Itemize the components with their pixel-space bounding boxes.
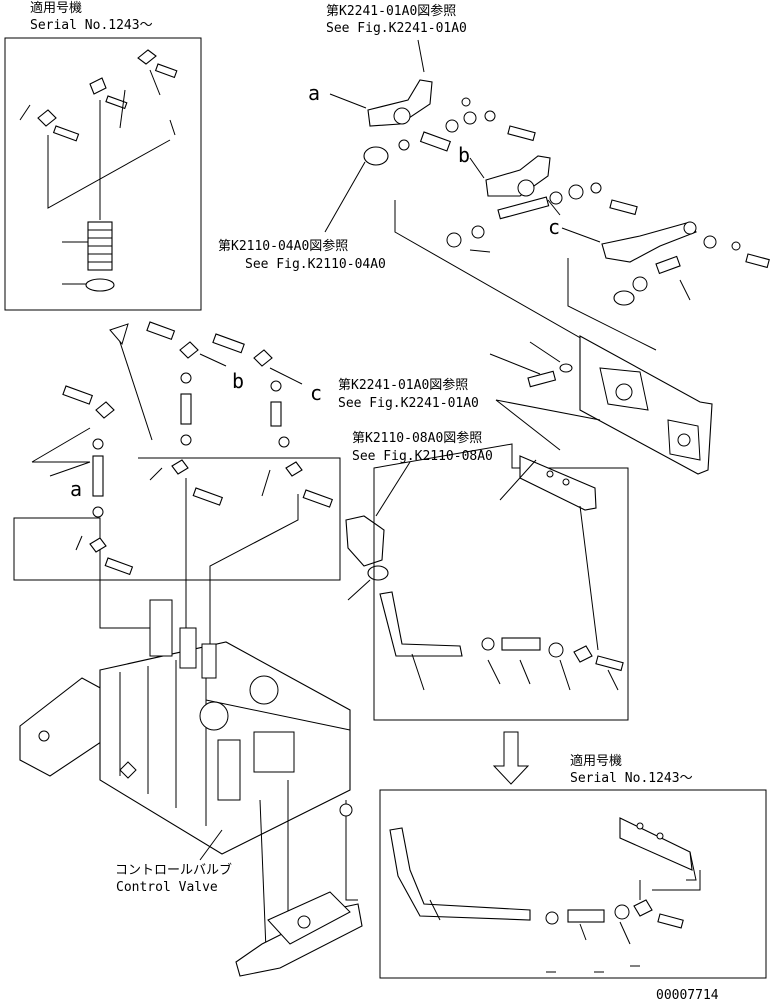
bracket-plate <box>489 335 713 475</box>
bolt-part <box>154 63 178 79</box>
ball-joint <box>613 290 635 306</box>
callout-b-top: b <box>458 143 470 167</box>
down-arrow-icon <box>492 731 530 785</box>
bolt-part <box>609 199 638 216</box>
bolt-part <box>527 370 557 388</box>
valve-plug <box>249 675 279 705</box>
control-valve-label-en: Control Valve <box>116 880 218 895</box>
ball-joint <box>363 146 389 166</box>
inset-top-left: 適用号機 Serial No.1243～ <box>4 0 202 311</box>
reference-note-1-en: See Fig.K2241-01A0 <box>326 21 467 36</box>
spool-end <box>149 599 173 657</box>
bolt-part <box>212 333 245 354</box>
reference-note-4-en: See Fig.K2110-08A0 <box>352 449 493 464</box>
clevis-part <box>633 899 653 917</box>
reference-note-3-jp: 第K2241-01A0図参照 <box>338 377 468 393</box>
reference-note-4-jp: 第K2110-08A0図参照 <box>352 430 482 446</box>
rod-end <box>92 455 104 497</box>
clevis-part <box>89 537 107 553</box>
callout-c-mid: c <box>310 381 322 405</box>
drawing-number: 00007714 <box>656 988 719 1003</box>
clamp-ring <box>85 278 115 292</box>
rubber-stopper <box>345 515 385 567</box>
clevis-part <box>179 341 199 359</box>
control-rod <box>389 827 531 921</box>
callout-a-top: a <box>308 81 320 105</box>
valve-mounting-bracket <box>19 677 105 777</box>
upper-linkage <box>363 79 770 373</box>
lever-c <box>601 221 697 263</box>
bolt-part <box>657 913 684 929</box>
stud-part <box>419 131 452 152</box>
mid-frames <box>13 457 341 660</box>
reference-note-2-jp: 第K2110-04A0図参照 <box>218 238 348 254</box>
bolt-part <box>52 125 80 142</box>
clevis-part <box>37 109 57 127</box>
pin-part <box>105 95 128 110</box>
inset-frame <box>4 37 202 311</box>
inset-frame-bottom <box>379 789 767 979</box>
control-valve-label-jp: コントロールバルブ <box>115 862 232 878</box>
bolt-part <box>62 385 94 405</box>
serial-note-bottom-en: Serial No.1243～ <box>570 771 693 786</box>
bolt-part <box>595 655 624 672</box>
reference-note-3-en: See Fig.K2241-01A0 <box>338 396 479 411</box>
bolt-part <box>192 487 224 506</box>
rod-end <box>270 401 282 427</box>
serial-note-top-jp: 適用号機 <box>30 0 82 16</box>
control-rod <box>379 591 463 657</box>
mid-linkage <box>31 321 303 518</box>
stud-part <box>497 196 550 220</box>
bolt-part <box>745 253 770 269</box>
bolt-part <box>146 321 176 341</box>
mid-right-rod-assembly <box>373 443 629 721</box>
serial-note-top-en: Serial No.1243～ <box>30 18 153 33</box>
bolt-part <box>507 125 536 142</box>
clevis-part <box>171 459 189 475</box>
mid-references: 第K2241-01A0図参照 See Fig.K2241-01A0 第K2110… <box>70 369 601 517</box>
top-references: 第K2241-01A0図参照 See Fig.K2241-01A0 第K2110… <box>218 3 601 272</box>
clevis-part <box>137 49 157 65</box>
reference-note-1-jp: 第K2241-01A0図参照 <box>326 3 456 19</box>
inset-bottom-right: 適用号機 Serial No.1243～ <box>379 753 767 979</box>
lever-bracket <box>619 817 693 871</box>
bolt-part <box>104 557 134 576</box>
clevis-part <box>573 645 593 663</box>
rod-end <box>567 909 605 923</box>
nut-part <box>367 565 389 581</box>
clevis-part <box>285 461 303 477</box>
bolt-part <box>302 489 334 508</box>
clevis-part <box>89 77 107 95</box>
stud-part <box>655 255 681 275</box>
rod-end <box>180 393 192 425</box>
rod-end <box>501 637 541 651</box>
lever-bracket <box>519 455 597 511</box>
clevis-part <box>95 401 115 419</box>
serial-note-bottom-jp: 適用号機 <box>570 753 622 769</box>
callout-b-mid: b <box>232 369 244 393</box>
lever-a <box>367 79 433 127</box>
control-valve <box>19 599 363 977</box>
clevis-part <box>253 349 273 367</box>
callout-c-top: c <box>548 215 560 239</box>
callout-a-mid: a <box>70 477 82 501</box>
reference-note-2-en: See Fig.K2110-04A0 <box>245 257 386 272</box>
